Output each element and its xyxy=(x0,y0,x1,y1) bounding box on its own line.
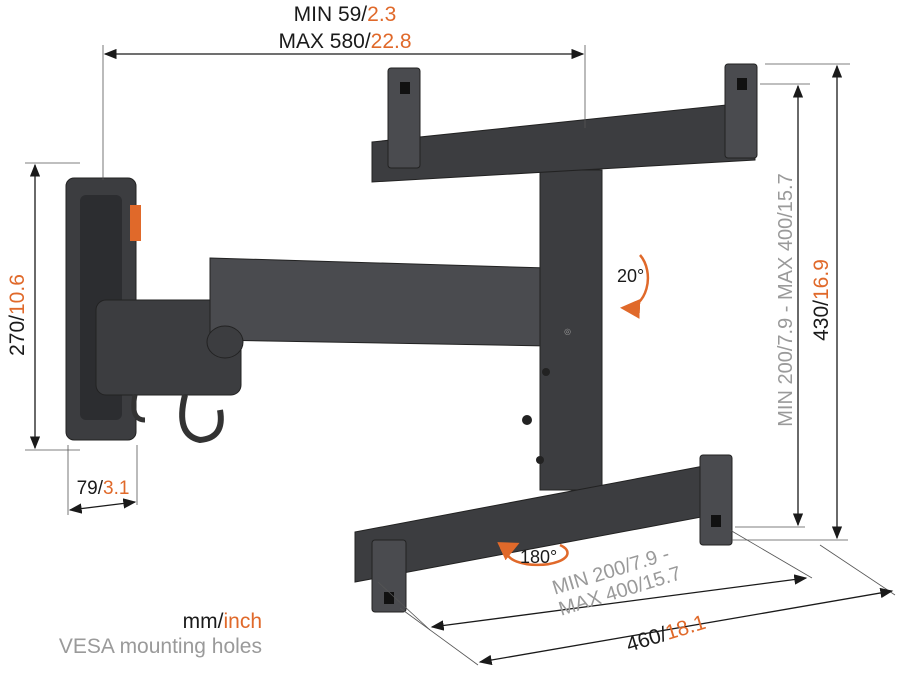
total-height-label: 430/16.9 xyxy=(810,259,833,341)
top-right-bracket xyxy=(724,63,758,159)
tilt-indicator: 20° xyxy=(617,254,650,319)
bottom-right-bracket xyxy=(699,454,733,546)
outer-arm xyxy=(209,257,549,347)
top-left-bracket xyxy=(387,67,421,169)
vesa-vertical-label: MIN 200/7.9 - MAX 400/15.7 xyxy=(775,173,797,426)
bottom-left-bracket xyxy=(371,539,407,613)
svg-text:◎: ◎ xyxy=(563,326,573,337)
depth-min-label: MIN 59/2.3 xyxy=(294,3,397,26)
tilt-angle: 20° xyxy=(617,266,644,286)
orange-lock-tab xyxy=(130,205,141,241)
swivel-angle: 180° xyxy=(520,547,557,567)
svg-text:180°: 180° xyxy=(520,547,557,567)
swivel-indicator: 180° xyxy=(497,542,569,567)
depth-max-label: MAX 580/22.8 xyxy=(278,30,411,53)
vesa-horizontal-label: MIN 200/7.9 - MAX 400/15.7 xyxy=(550,543,684,621)
total-width-dimension-line xyxy=(478,587,894,666)
unit-legend: mm/inch xyxy=(183,610,262,633)
plate-width-label: 79/3.1 xyxy=(77,478,130,499)
plate-width-dimension-line xyxy=(68,498,137,514)
vesa-caption: VESA mounting holes xyxy=(59,635,262,658)
plate-height-label: 270/10.6 xyxy=(6,274,29,356)
svg-text:20°: 20° xyxy=(617,266,644,286)
tv-mount-illustration: ◎ xyxy=(65,63,758,613)
total-width-label: 460/18.1 xyxy=(624,611,709,657)
vertical-pillar xyxy=(539,169,603,491)
top-vesa-bar xyxy=(371,101,756,183)
